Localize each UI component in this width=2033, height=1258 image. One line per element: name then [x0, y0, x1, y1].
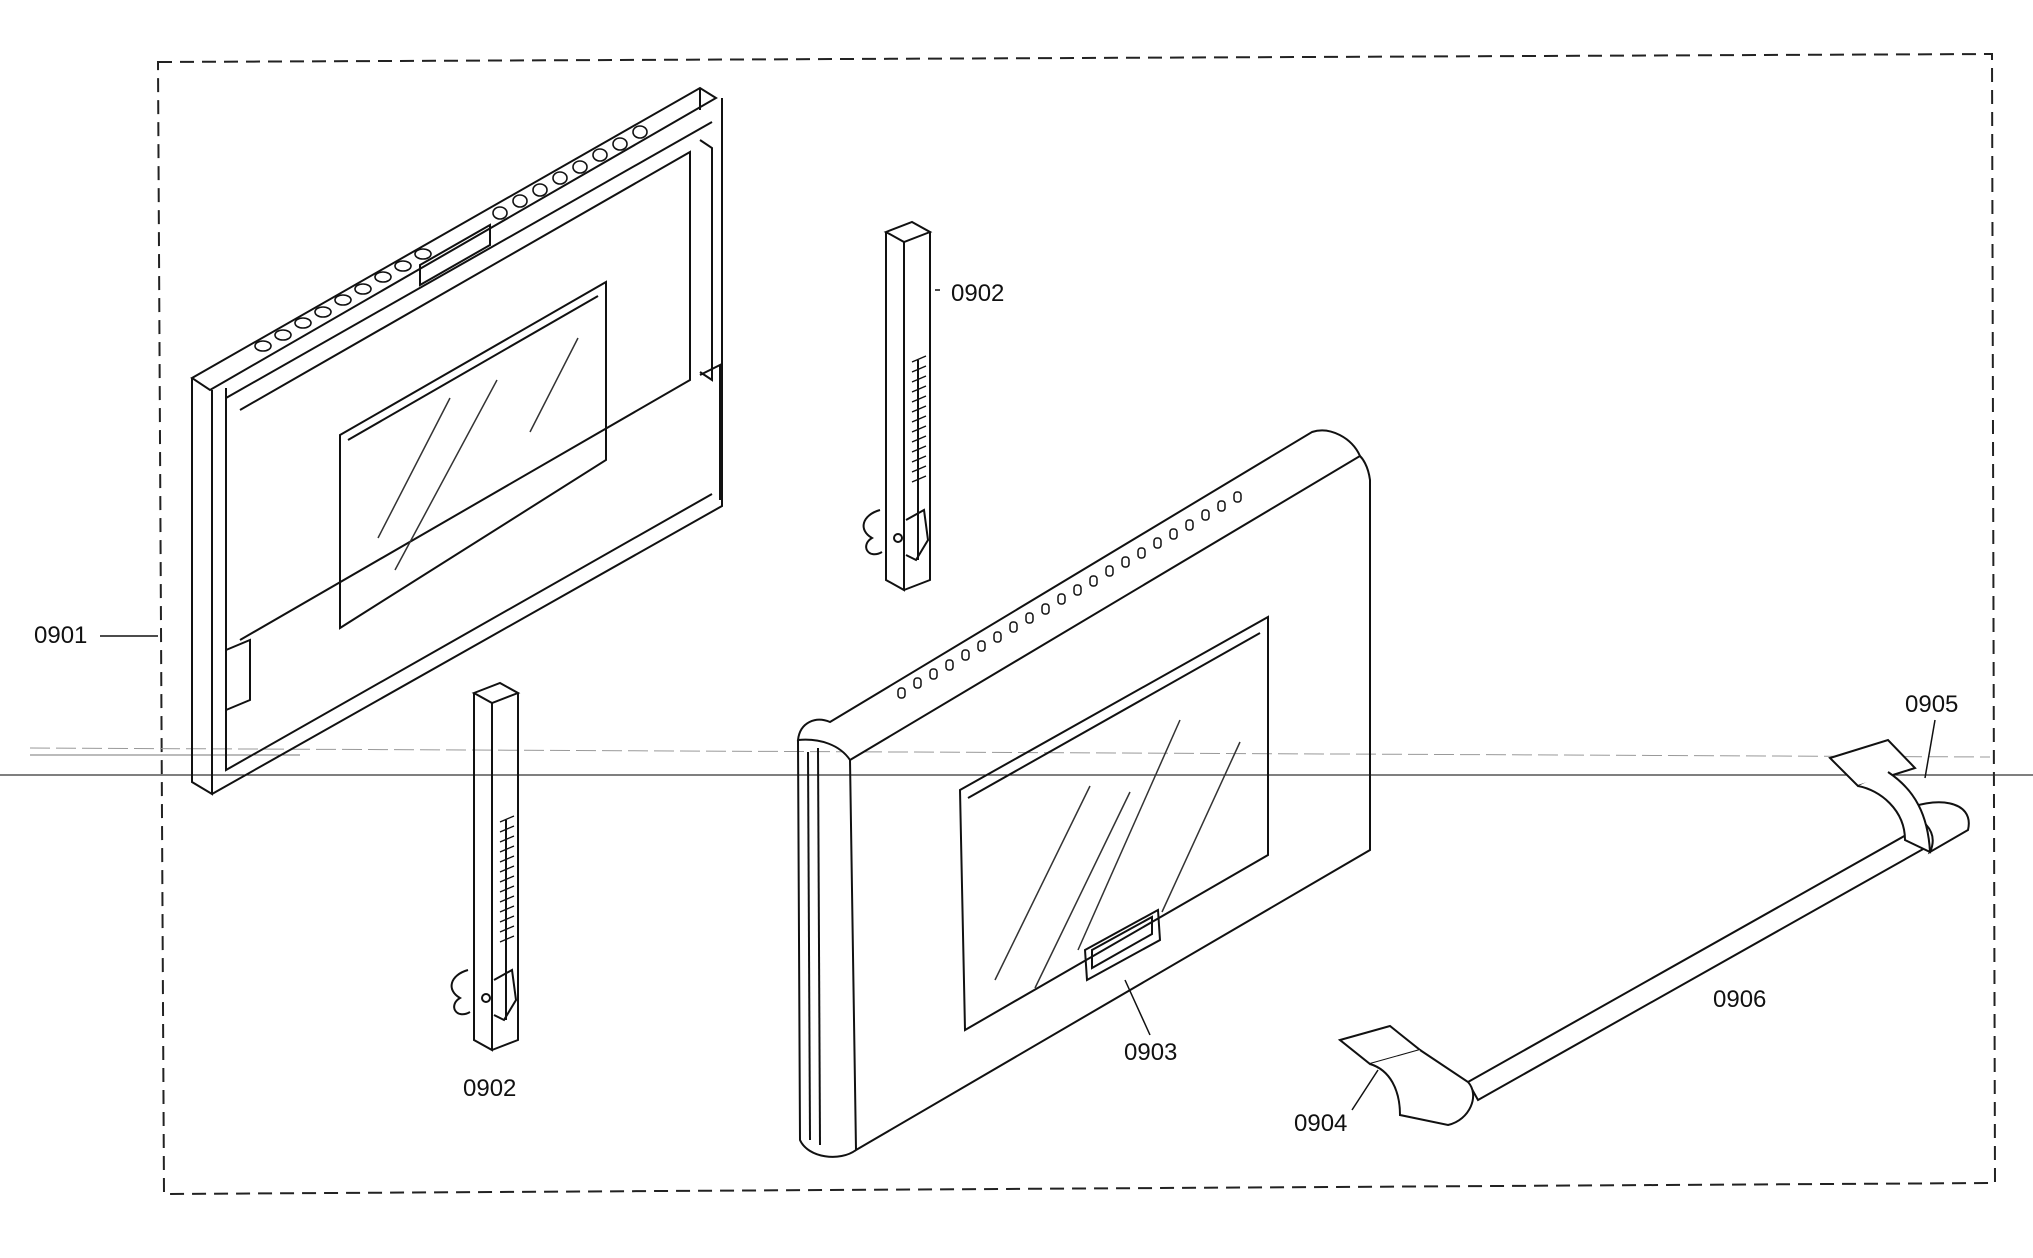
- handle-end-right: [1828, 738, 1932, 854]
- label-hinge-lower: 0902: [463, 1075, 516, 1102]
- outer-door-glass-reflections: [994, 719, 1241, 989]
- label-handle-bar: 0906: [1713, 986, 1766, 1013]
- hinge-upper-spring: [911, 355, 927, 483]
- label-inner-door: 0901: [34, 622, 87, 649]
- label-hinge-upper: 0902: [951, 280, 1004, 307]
- label-outer-door: 0903: [1124, 1039, 1177, 1066]
- hinge-lower-spring: [499, 815, 515, 943]
- inner-door: [190, 86, 723, 796]
- label-handle-end-right: 0905: [1905, 691, 1958, 718]
- inner-door-glass-reflections: [377, 337, 579, 571]
- handle-bar: [1466, 801, 1970, 1102]
- assembly-boundary: [156, 52, 1997, 1196]
- hinge-upper: [862, 220, 933, 592]
- callout-leaders: [100, 289, 1936, 1111]
- handle-end-left: [1337, 1024, 1475, 1127]
- hinge-lower: [450, 681, 521, 1052]
- outer-door-vents: [897, 491, 1242, 699]
- scan-line-faint: [29, 747, 1991, 758]
- label-handle-end-left: 0904: [1294, 1110, 1347, 1137]
- outer-door: [796, 429, 1371, 1158]
- inner-door-vents: [254, 125, 648, 352]
